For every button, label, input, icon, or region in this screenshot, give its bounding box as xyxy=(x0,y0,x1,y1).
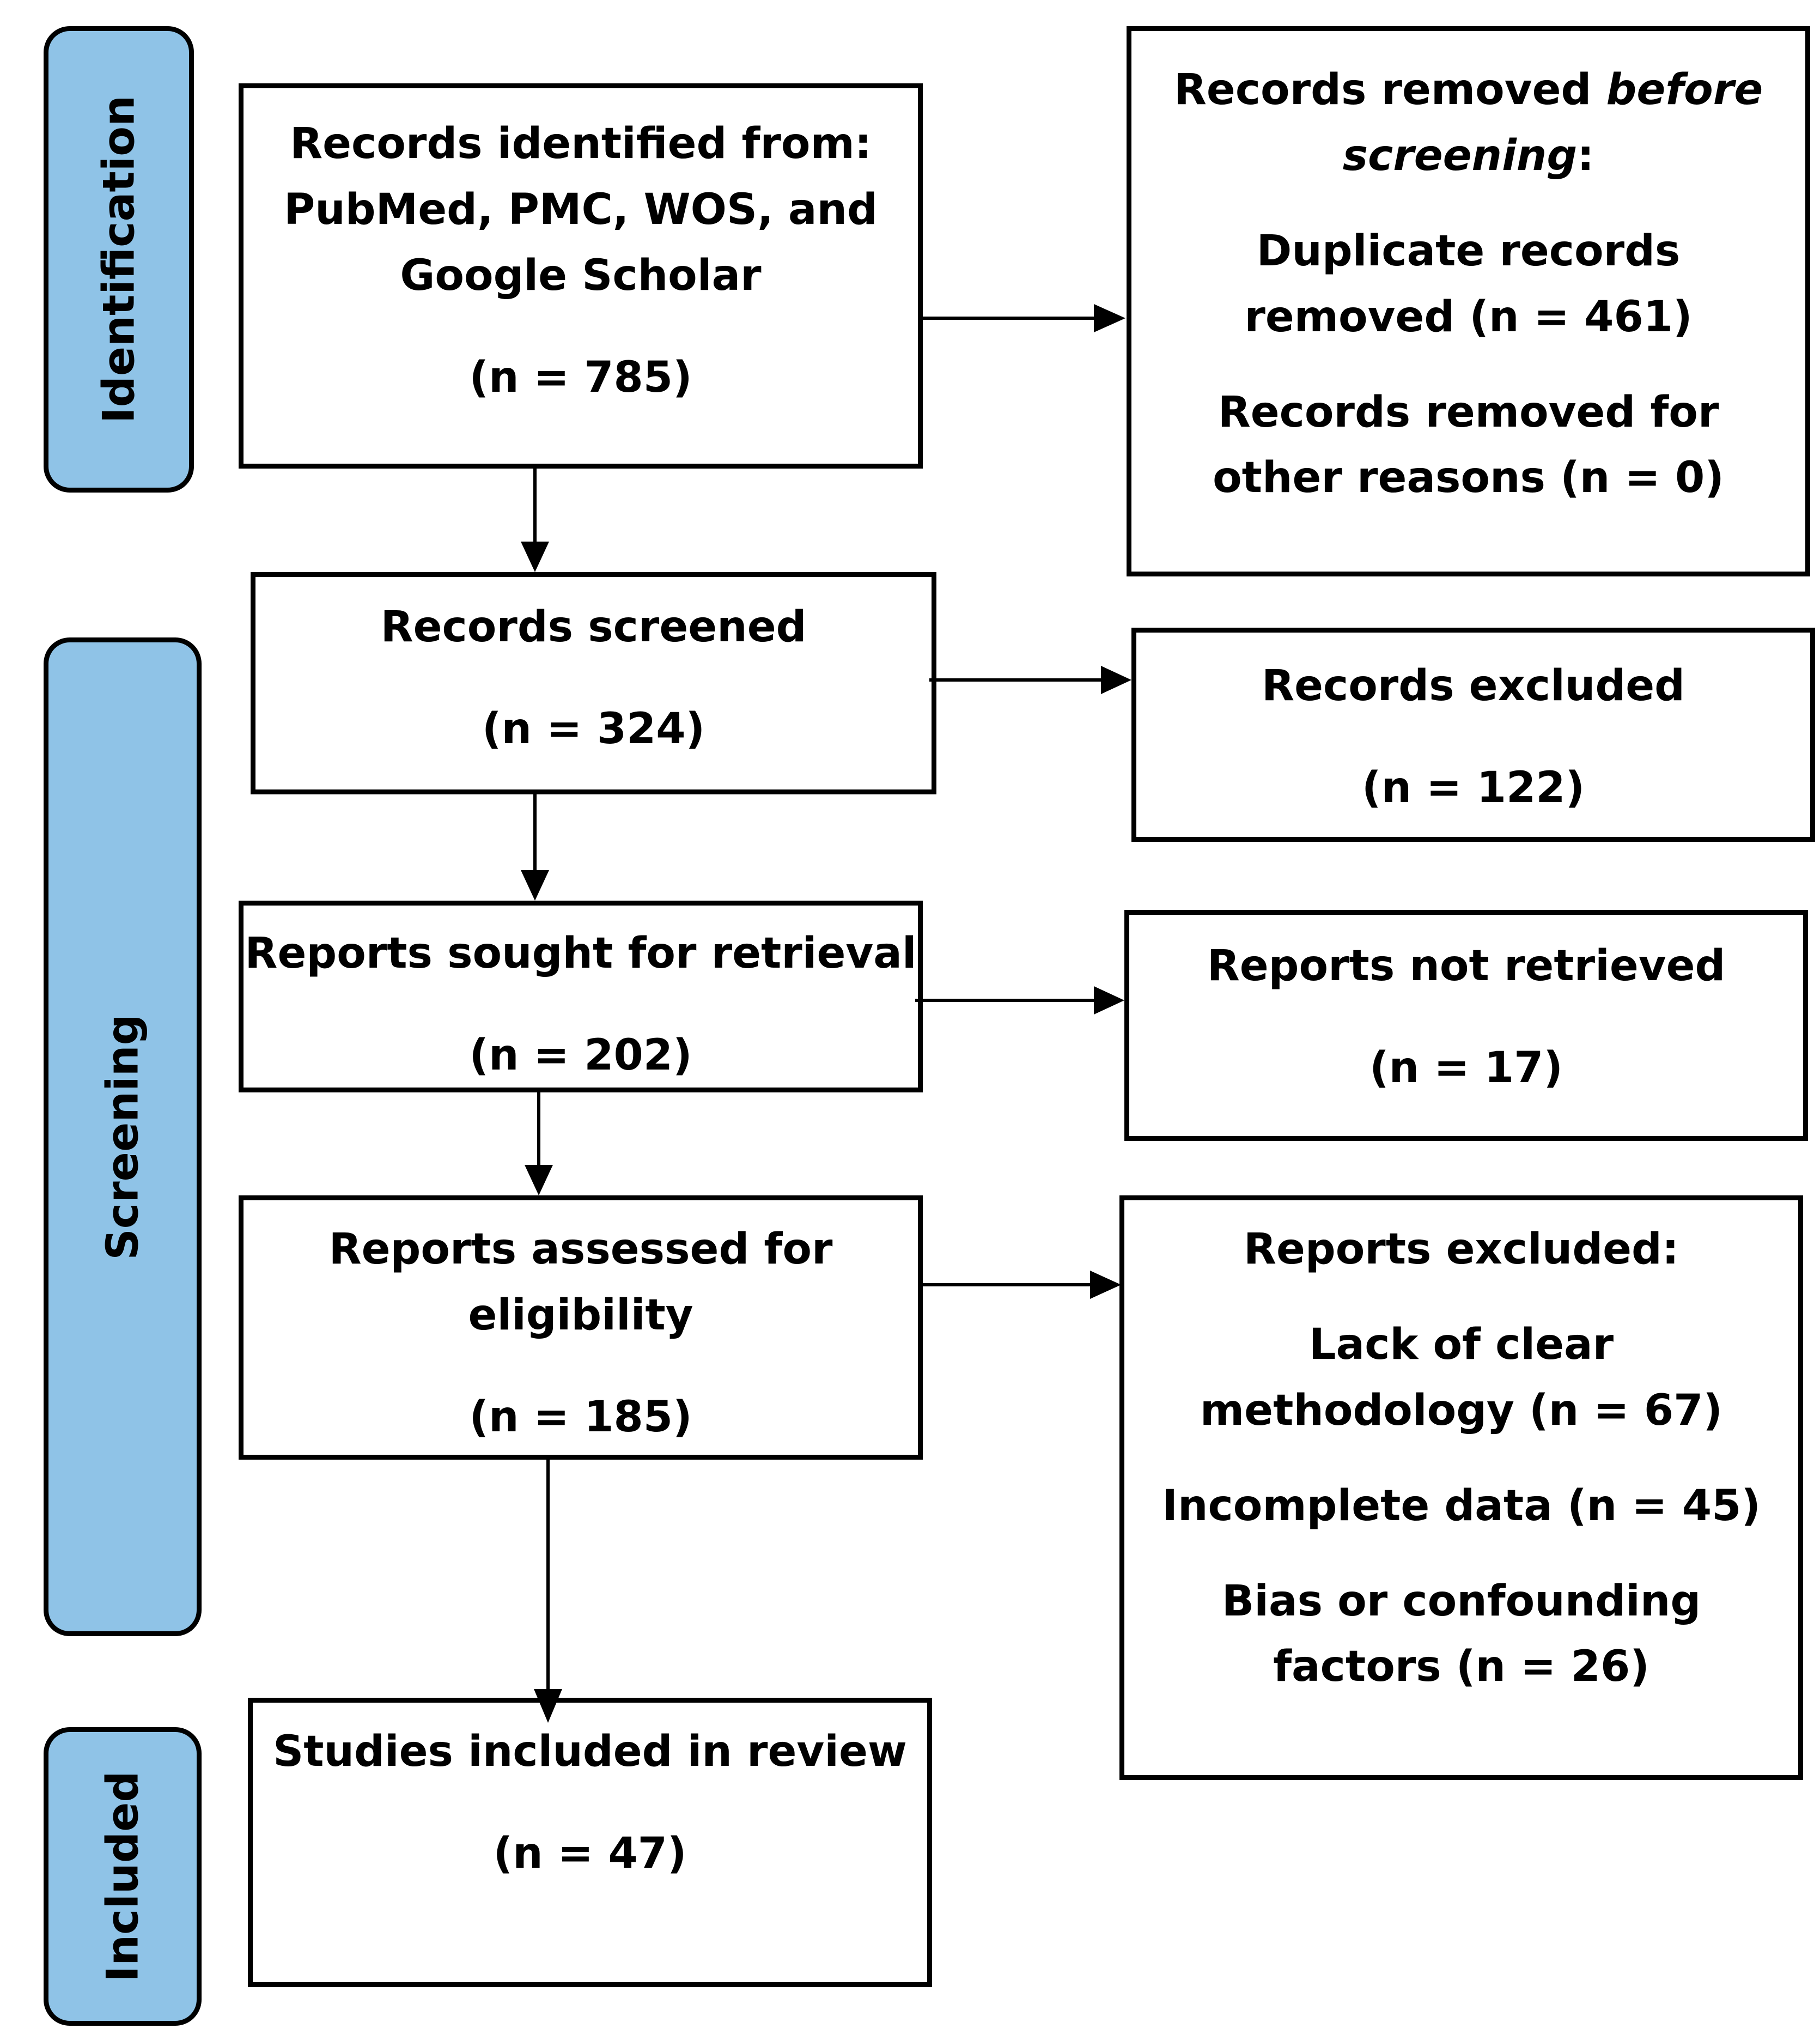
arrowhead-removed xyxy=(1094,304,1125,332)
reports-excluded-r1-l2: methodology (n = 67) xyxy=(1200,1386,1723,1435)
studies-included-label: Studies included in review xyxy=(273,1727,907,1776)
reports-assessed-line2: eligibility xyxy=(468,1290,693,1340)
reports-assessed-line1: Reports assessed for xyxy=(328,1225,833,1274)
records-excluded-label: Records excluded xyxy=(1262,661,1685,710)
reports-assessed-count: (n = 185) xyxy=(469,1392,692,1442)
records-screened-count: (n = 324) xyxy=(482,704,705,754)
arrowhead-not-retrieved xyxy=(1094,986,1124,1015)
studies-included-box: Studies included in review (n = 47) xyxy=(248,1698,932,1987)
records-removed-title-c: screening xyxy=(1342,131,1578,180)
phase-identification: Identification xyxy=(44,26,194,493)
reports-not-retrieved-count: (n = 17) xyxy=(1369,1043,1563,1092)
arrowhead-assessed xyxy=(525,1165,553,1195)
records-excluded-count: (n = 122) xyxy=(1361,763,1585,812)
records-removed-title-b: before xyxy=(1606,65,1763,114)
records-identified-box: Records identified from: PubMed, PMC, WO… xyxy=(239,83,923,469)
records-removed-duplicates-l2: removed (n = 461) xyxy=(1244,292,1693,342)
reports-assessed-box: Reports assessed for eligibility (n = 18… xyxy=(239,1195,923,1460)
records-identified-line1: Records identified from: xyxy=(290,119,872,168)
reports-excluded-r3-l1: Bias or confounding xyxy=(1221,1576,1701,1626)
records-identified-count: (n = 785) xyxy=(469,353,692,402)
reports-excluded-r1-l1: Lack of clear xyxy=(1308,1320,1614,1369)
reports-not-retrieved-box: Reports not retrieved (n = 17) xyxy=(1124,910,1808,1141)
reports-not-retrieved-label: Reports not retrieved xyxy=(1207,941,1726,991)
arrowhead-excluded xyxy=(1101,666,1131,694)
reports-excluded-r3-l2: factors (n = 26) xyxy=(1273,1642,1649,1692)
reports-sought-label: Reports sought for retrieval xyxy=(245,929,917,978)
arrowhead-included xyxy=(534,1689,562,1723)
records-removed-title-line2: screening: xyxy=(1131,123,1805,189)
records-excluded-box: Records excluded (n = 122) xyxy=(1131,628,1815,842)
phase-screening: Screening xyxy=(44,637,202,1636)
arrowhead-reports-excluded xyxy=(1090,1271,1121,1299)
records-removed-title: Records removed before xyxy=(1131,57,1805,123)
records-removed-other-l1: Records removed for xyxy=(1218,387,1719,437)
records-removed-title-d: : xyxy=(1577,131,1594,180)
phase-included: Included xyxy=(44,1727,202,2026)
arrowhead-screened xyxy=(521,542,549,572)
reports-excluded-box: Reports excluded: Lack of clear methodol… xyxy=(1119,1195,1803,1780)
records-identified-line3: Google Scholar xyxy=(400,251,762,300)
reports-excluded-title: Reports excluded: xyxy=(1243,1225,1679,1274)
reports-sought-count: (n = 202) xyxy=(469,1030,692,1080)
records-identified-line2: PubMed, PMC, WOS, and xyxy=(284,185,878,234)
reports-sought-box: Reports sought for retrieval (n = 202) xyxy=(239,901,923,1092)
records-removed-box: Records removed before screening: Duplic… xyxy=(1127,26,1810,576)
records-removed-duplicates-l1: Duplicate records xyxy=(1256,226,1681,276)
records-removed-other-l2: other reasons (n = 0) xyxy=(1213,453,1724,503)
records-screened-label: Records screened xyxy=(380,603,807,652)
reports-excluded-r2: Incomplete data (n = 45) xyxy=(1161,1481,1761,1530)
records-removed-title-a: Records removed xyxy=(1173,65,1606,114)
records-screened-box: Records screened (n = 324) xyxy=(251,572,936,794)
arrowhead-sought xyxy=(521,870,549,901)
studies-included-count: (n = 47) xyxy=(493,1829,687,1878)
